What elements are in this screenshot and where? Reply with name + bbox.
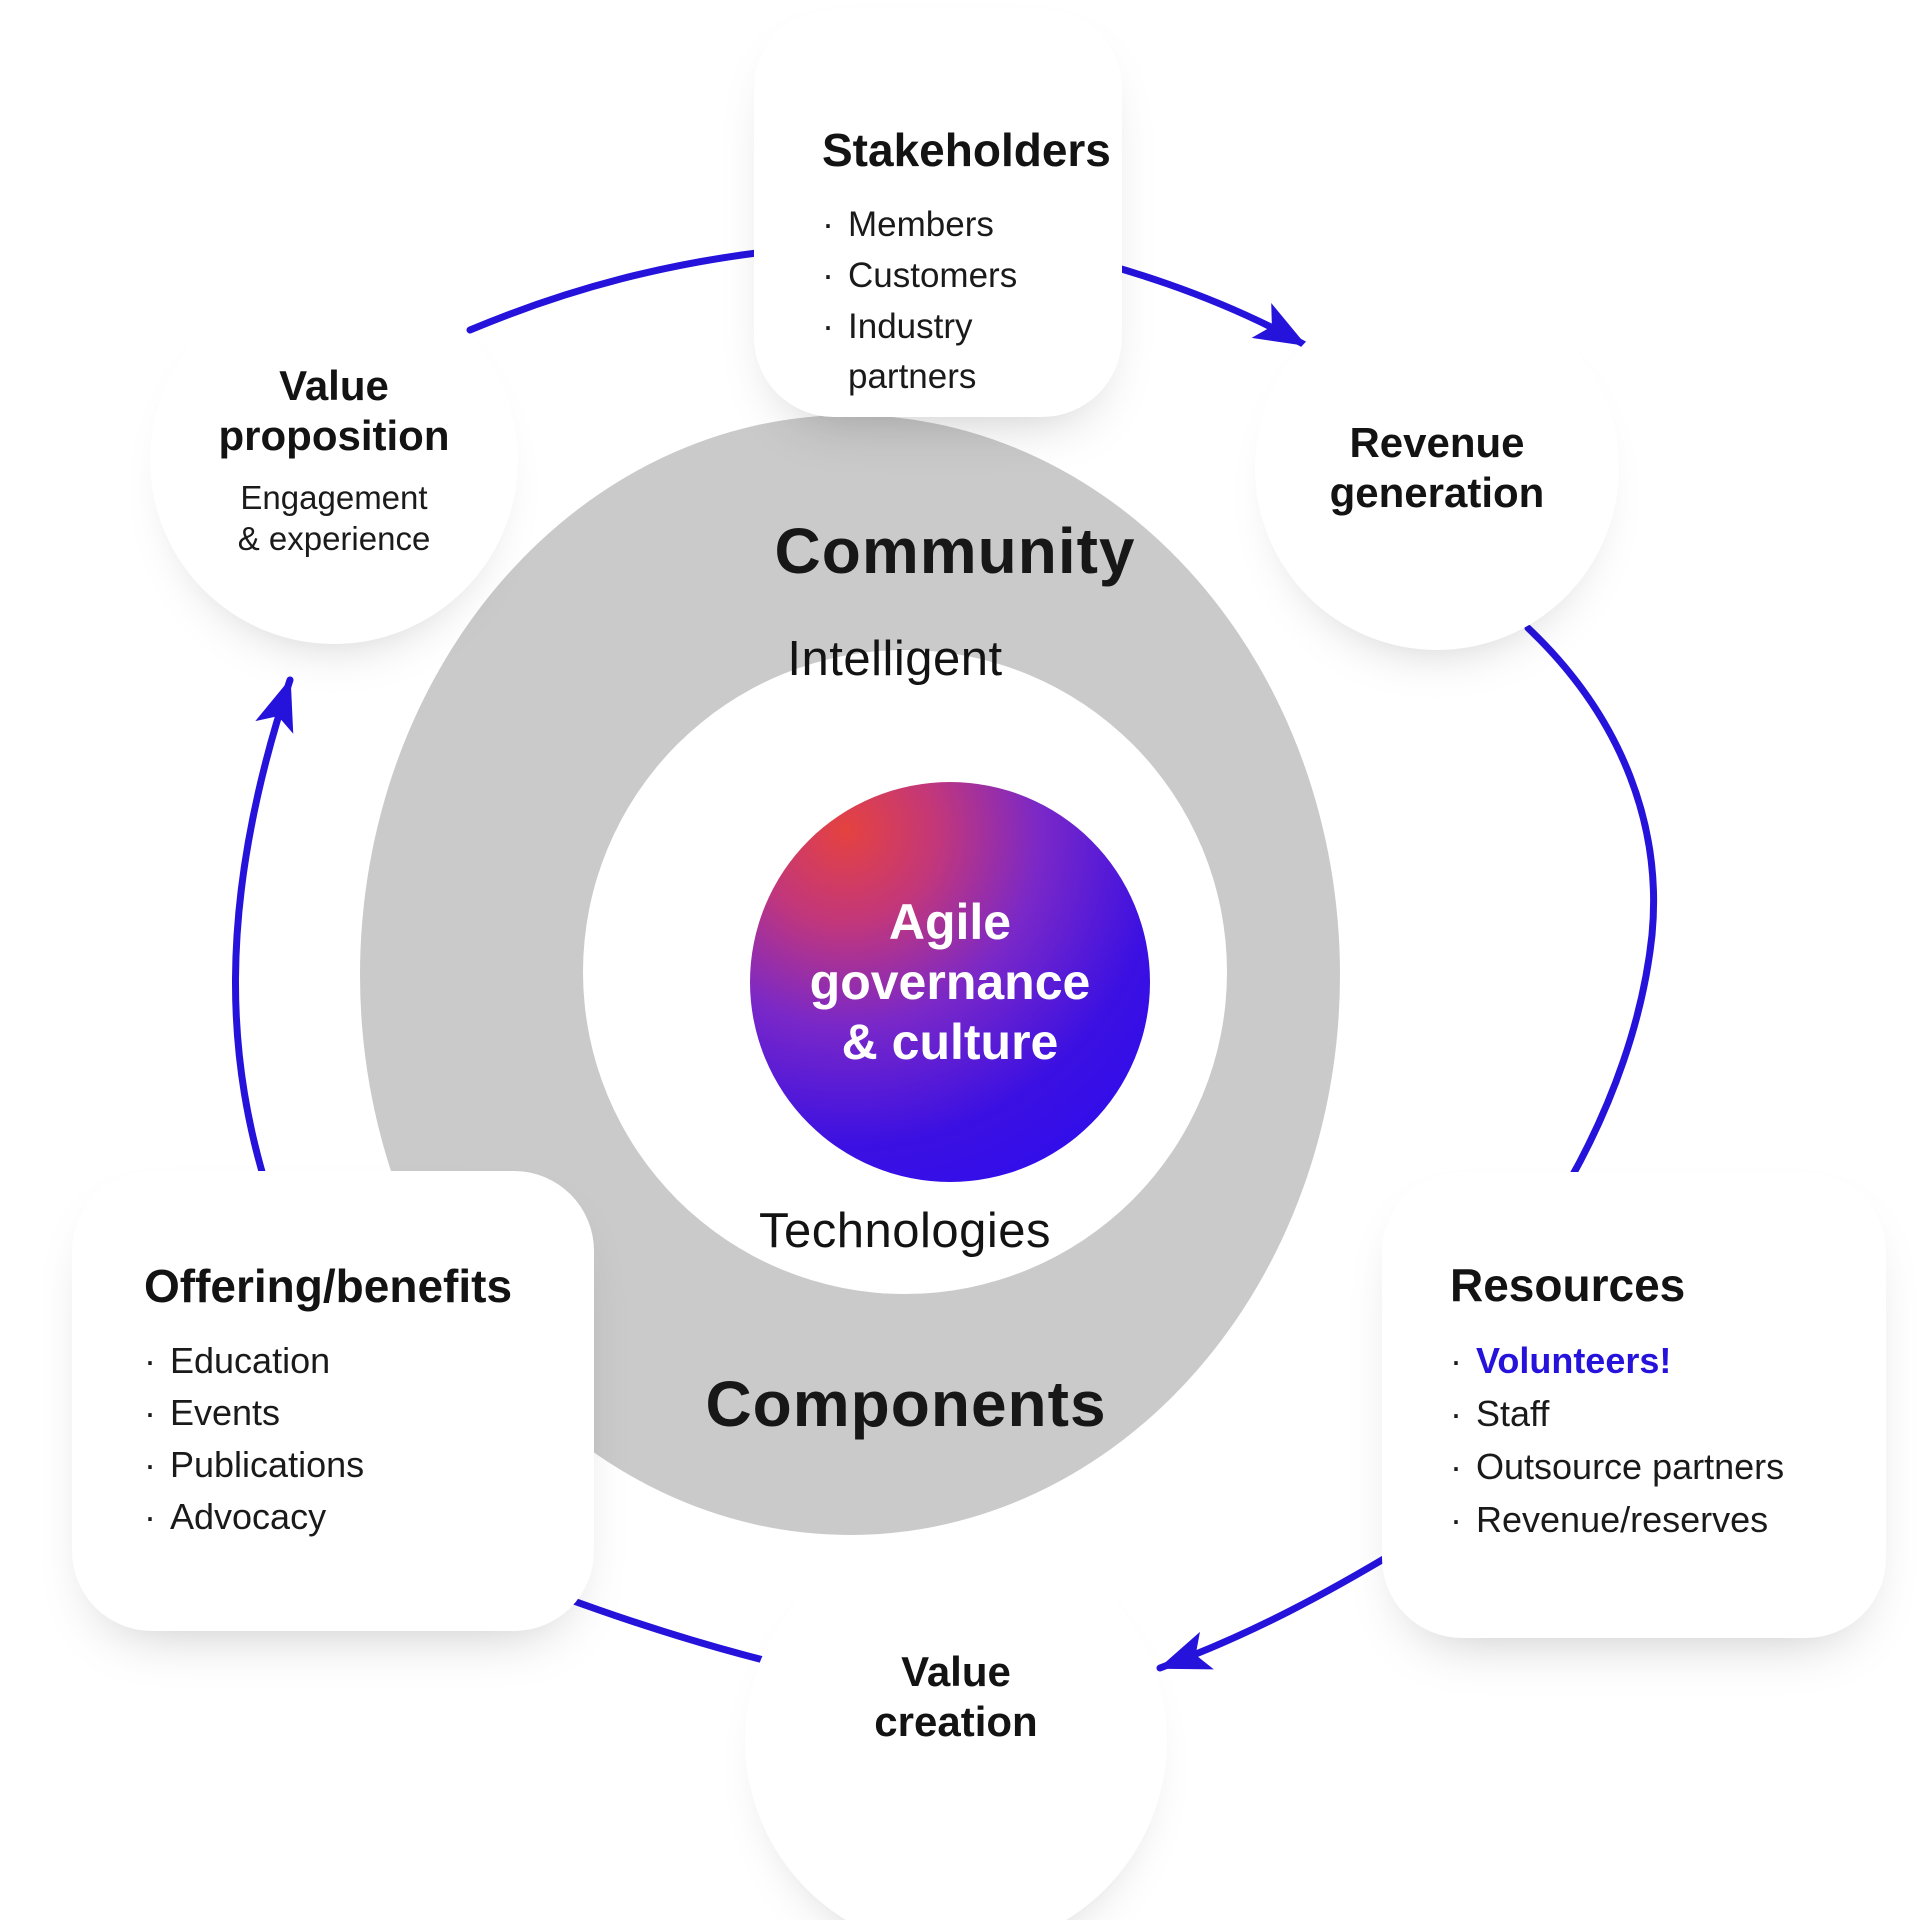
list-item: · Publications bbox=[144, 1439, 548, 1491]
offering-item-4: Advocacy bbox=[170, 1496, 327, 1537]
value-creation-title-line1: Value bbox=[901, 1648, 1011, 1695]
list-item: · Customers bbox=[822, 250, 1076, 301]
stakeholders-list: · Members · Customers · Industry partner… bbox=[822, 199, 1076, 402]
list-item: · Events bbox=[144, 1387, 548, 1439]
arrow-resources-to-value-creation bbox=[1156, 1538, 1416, 1672]
resources-item-volunteers: Volunteers! bbox=[1476, 1340, 1672, 1381]
offering-item-2: Events bbox=[170, 1392, 281, 1433]
flow-arrows bbox=[232, 236, 1658, 1672]
revenue-generation-title-line1: Revenue bbox=[1349, 419, 1525, 466]
value-proposition-subtitle-line1: Engagement bbox=[240, 479, 428, 516]
resources-item-3: Outsource partners bbox=[1476, 1446, 1785, 1487]
list-item: · Outsource partners bbox=[1450, 1440, 1842, 1493]
offering-benefits-title: Offering/benefits bbox=[144, 1260, 513, 1312]
outer-ring-label-components: Components bbox=[705, 1368, 1107, 1440]
agile-governance-culture-circle: Agile governance & culture bbox=[750, 782, 1150, 1182]
center-line-1: Agile bbox=[888, 894, 1012, 950]
value-proposition-title-line1: Value bbox=[279, 362, 389, 409]
outer-ring-label-community: Community bbox=[774, 515, 1136, 587]
list-item: · Staff bbox=[1450, 1387, 1842, 1440]
bullet-icon: · bbox=[1450, 1393, 1462, 1434]
resources-item-2: Staff bbox=[1476, 1393, 1550, 1434]
list-item: · Advocacy bbox=[144, 1491, 548, 1543]
offering-item-1: Education bbox=[170, 1340, 331, 1381]
inner-ring-label-technologies: Technologies bbox=[758, 1204, 1052, 1258]
arrow-revenue-to-resources bbox=[1524, 624, 1658, 1184]
resources-title: Resources bbox=[1450, 1259, 1686, 1311]
bullet-icon: · bbox=[822, 305, 834, 346]
arrow-offering-to-value-proposition bbox=[232, 676, 294, 1196]
stakeholders-title: Stakeholders bbox=[822, 124, 1111, 176]
list-item: · Members bbox=[822, 199, 1076, 250]
offering-item-3: Publications bbox=[170, 1444, 365, 1485]
node-resources: Resources · Volunteers! · Staff · Outsou… bbox=[1408, 1198, 1860, 1612]
inner-ring-label-intelligent: Intelligent bbox=[787, 632, 1003, 686]
list-item: · Revenue/reserves bbox=[1450, 1493, 1842, 1546]
value-creation-title-line2: creation bbox=[874, 1698, 1038, 1745]
stakeholders-item-2: Customers bbox=[848, 256, 1018, 295]
bullet-icon: · bbox=[1450, 1446, 1462, 1487]
center-line-3: & culture bbox=[841, 1014, 1059, 1070]
bullet-icon: · bbox=[1450, 1499, 1462, 1540]
bullet-icon: · bbox=[144, 1444, 156, 1485]
value-proposition-title-line2: proposition bbox=[218, 412, 450, 459]
node-value-creation: Value creation bbox=[775, 1559, 1137, 1920]
node-revenue-generation: Revenue generation bbox=[1285, 316, 1589, 620]
bullet-icon: · bbox=[1450, 1340, 1462, 1381]
bullet-icon: · bbox=[822, 254, 834, 295]
revenue-generation-title-line2: generation bbox=[1329, 469, 1545, 516]
bullet-icon: · bbox=[144, 1340, 156, 1381]
offering-benefits-list: · Education · Events · Publications · Ad… bbox=[144, 1335, 548, 1543]
list-item-highlighted: · Volunteers! bbox=[1450, 1334, 1842, 1387]
list-item: · Industry partners bbox=[822, 301, 1076, 402]
resources-list: · Volunteers! · Staff · Outsource partne… bbox=[1450, 1334, 1842, 1546]
list-item: · Education bbox=[144, 1335, 548, 1387]
bullet-icon: · bbox=[822, 203, 834, 244]
node-offering-benefits: Offering/benefits · Education · Events ·… bbox=[98, 1197, 568, 1605]
bullet-icon: · bbox=[144, 1496, 156, 1537]
node-stakeholders: Stakeholders · Members · Customers · Ind… bbox=[780, 35, 1111, 396]
bullet-icon: · bbox=[144, 1392, 156, 1433]
arrow-value-proposition-to-stakeholders bbox=[466, 246, 786, 334]
arrow-value-creation-to-offering bbox=[556, 1592, 792, 1670]
value-proposition-subtitle-line2: & experience bbox=[237, 520, 431, 557]
center-line-2: governance bbox=[809, 954, 1091, 1010]
resources-item-4: Revenue/reserves bbox=[1476, 1499, 1769, 1540]
stakeholders-item-1: Members bbox=[848, 205, 994, 244]
stakeholders-item-3: Industry partners bbox=[848, 307, 977, 396]
node-value-proposition: Value proposition Engagement & experienc… bbox=[180, 306, 488, 614]
